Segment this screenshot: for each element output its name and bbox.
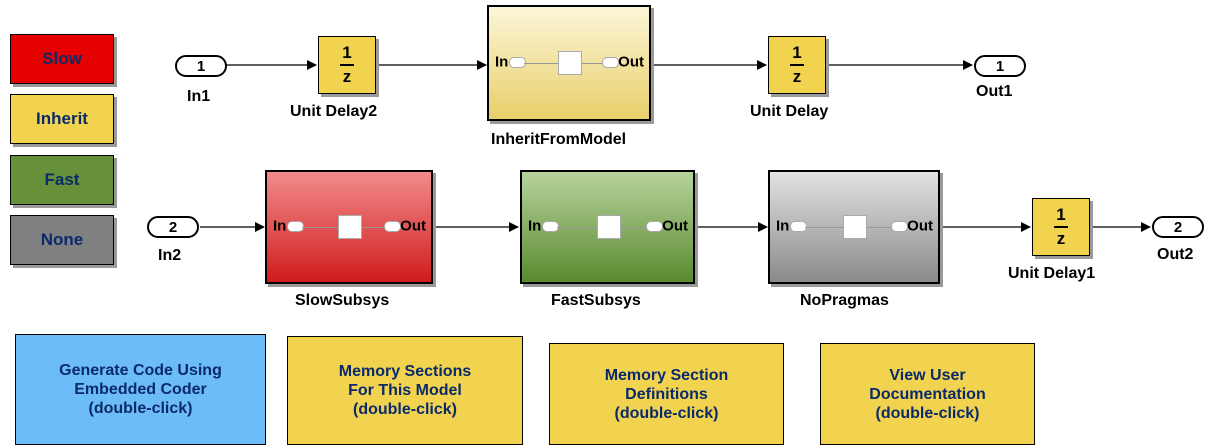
inherit-from-model-label: InheritFromModel [491,131,627,148]
legend-none[interactable]: None [10,215,114,265]
legend-fast[interactable]: Fast [10,155,114,205]
unit-delay1-label: Unit Delay1 [1008,265,1096,282]
outport-out1-number: 1 [995,57,1005,75]
no-pragmas-label: NoPragmas [800,292,889,309]
legend-slow-label: Slow [42,49,82,68]
fast-subsys-out-label: Out [662,217,688,235]
no-pragmas-out-label: Out [907,217,933,235]
outport-out2[interactable]: 2 [1152,216,1204,238]
unit-delay2-label: Unit Delay2 [290,103,378,120]
outport-out1[interactable]: 1 [974,55,1026,77]
generate-code-button[interactable]: Generate Code Using Embedded Coder (doub… [15,334,266,445]
slow-subsys-label: SlowSubsys [295,292,390,309]
unit-delay-block[interactable]: 1 z [768,36,826,94]
unit-delay-numerator: 1 [792,43,802,62]
inport-in2-number: 2 [168,218,178,236]
inport-in2[interactable]: 2 [147,216,199,238]
memory-sections-model-text: Memory Sections For This Model (double-c… [338,363,472,418]
view-user-documentation-button[interactable]: View User Documentation (double-click) [820,343,1035,445]
unit-delay-denominator: z [792,67,802,86]
unit-delay1-denominator: z [1056,229,1066,248]
memory-section-definitions-text: Memory Section Definitions (double-click… [604,366,729,422]
unit-delay2-numerator: 1 [342,43,352,62]
inport-in2-label: In2 [158,247,182,264]
fast-subsys-label: FastSubsys [551,292,641,309]
legend-inherit[interactable]: Inherit [10,94,114,144]
unit-delay-label: Unit Delay [750,103,829,120]
memory-section-definitions-button[interactable]: Memory Section Definitions (double-click… [549,343,784,445]
memory-sections-model-button[interactable]: Memory Sections For This Model (double-c… [287,336,523,445]
slow-subsys-out-label: Out [400,217,426,235]
inport-in1[interactable]: 1 [175,55,227,77]
outport-out1-label: Out1 [976,83,1013,100]
outport-out2-label: Out2 [1157,246,1194,263]
inport-in1-label: In1 [187,88,211,105]
subsystem-slow-subsys[interactable]: In Out [265,170,433,284]
generate-code-text: Generate Code Using Embedded Coder (doub… [59,362,222,417]
fast-subsys-in-label: In [528,217,542,235]
inherit-from-model-out-label: Out [618,53,644,71]
legend-slow[interactable]: Slow [10,34,114,84]
outport-out2-number: 2 [1173,218,1183,236]
inherit-from-model-in-label: In [495,53,509,71]
legend-none-label: None [40,230,84,249]
legend-inherit-label: Inherit [36,109,88,128]
view-user-documentation-text: View User Documentation (double-click) [869,366,986,422]
unit-delay1-numerator: 1 [1056,205,1066,224]
subsystem-inherit-from-model[interactable]: In Out [487,5,651,121]
subsystem-no-pragmas[interactable]: In Out [768,170,940,284]
legend-fast-label: Fast [44,170,80,189]
slow-subsys-in-label: In [273,217,287,235]
unit-delay2-block[interactable]: 1 z [318,36,376,94]
inport-in1-number: 1 [196,57,206,75]
no-pragmas-in-label: In [776,217,790,235]
unit-delay2-denominator: z [342,67,352,86]
unit-delay1-block[interactable]: 1 z [1032,198,1090,256]
subsystem-fast-subsys[interactable]: In Out [520,170,695,284]
